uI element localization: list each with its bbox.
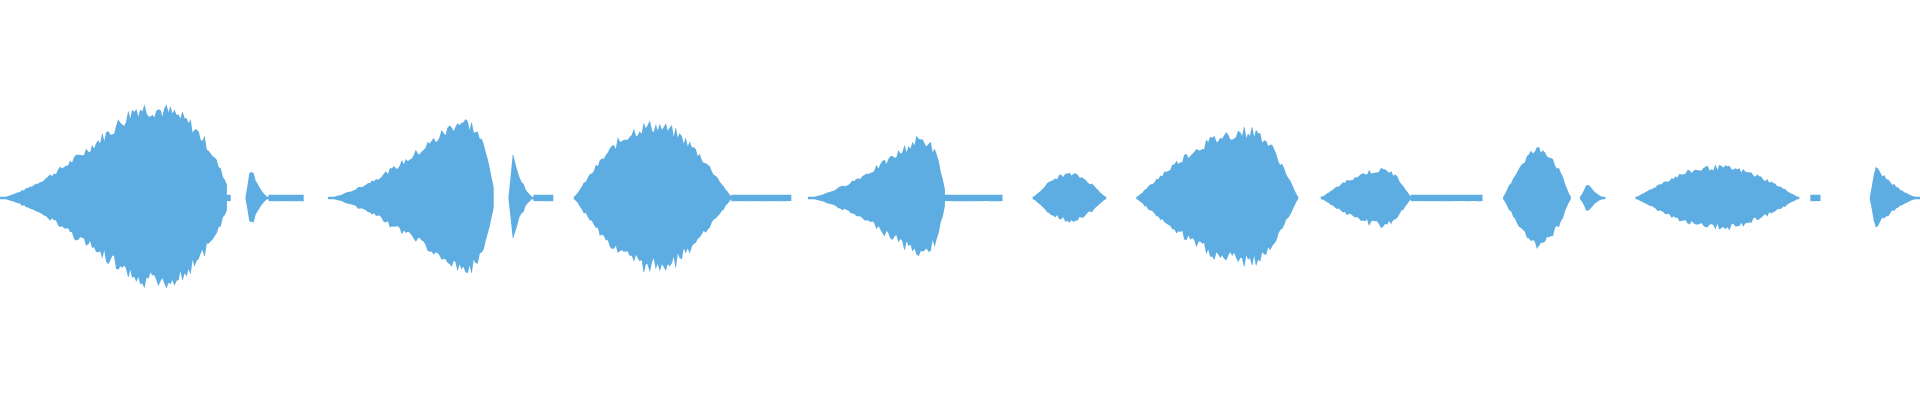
waveform-segment xyxy=(508,154,535,238)
waveform-segment xyxy=(533,194,554,202)
waveform-segment xyxy=(1869,166,1920,228)
waveform-segment xyxy=(268,194,304,202)
waveform-segment xyxy=(226,194,231,202)
waveform-segment xyxy=(1579,184,1606,211)
waveform-segment xyxy=(1810,194,1821,202)
waveform-segments xyxy=(0,104,1920,289)
waveform-segment xyxy=(245,171,270,223)
waveform-segment xyxy=(808,135,945,257)
waveform-segment xyxy=(1320,167,1412,229)
waveform-segment xyxy=(1136,127,1299,267)
waveform-segment xyxy=(1410,194,1483,202)
waveform-segment xyxy=(573,120,732,273)
waveform-segment xyxy=(0,104,227,289)
waveform-segment xyxy=(731,194,792,202)
waveform-segment xyxy=(328,119,494,274)
waveform-segment xyxy=(944,194,1003,202)
waveform-segment xyxy=(1503,147,1571,249)
waveform-segment xyxy=(1032,172,1107,223)
waveform-segment xyxy=(1635,164,1800,231)
